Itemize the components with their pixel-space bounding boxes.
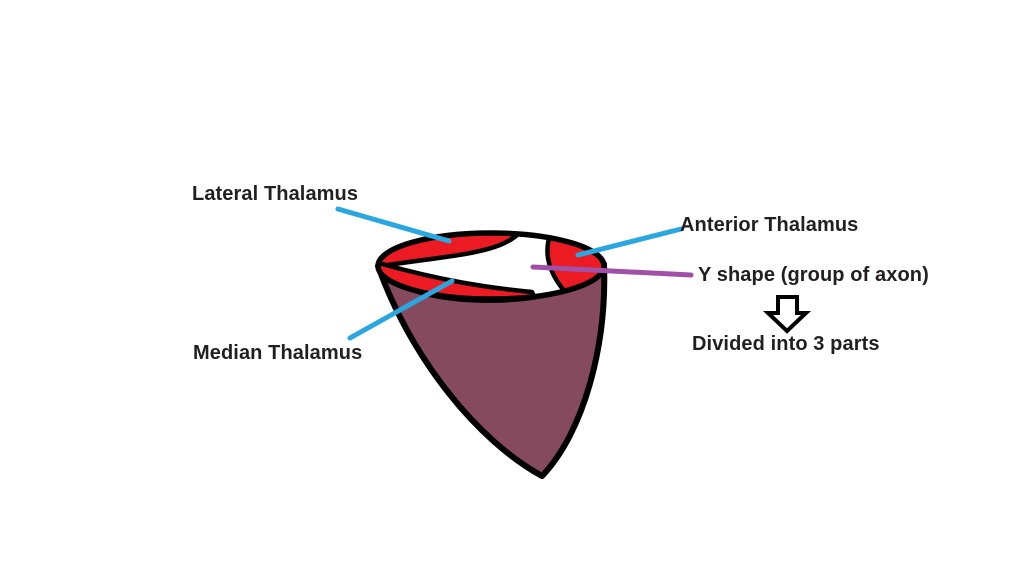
divided-into-3-parts-label: Divided into 3 parts xyxy=(692,333,880,355)
lateral-thalamus-label: Lateral Thalamus xyxy=(192,183,359,205)
lateral-pointer-line xyxy=(335,206,452,244)
y-shape-pointer-line xyxy=(530,264,694,278)
top-face-outline xyxy=(375,230,607,302)
y-shape-label: Y shape (group of axon) xyxy=(698,264,929,286)
anterior-pointer-line xyxy=(575,226,684,258)
down-arrow-icon xyxy=(762,295,812,334)
anterior-thalamus-label: Anterior Thalamus xyxy=(680,214,859,236)
median-thalamus-region xyxy=(378,257,543,299)
median-pointer-line xyxy=(347,278,455,341)
median-thalamus-label: Median Thalamus xyxy=(193,342,363,364)
